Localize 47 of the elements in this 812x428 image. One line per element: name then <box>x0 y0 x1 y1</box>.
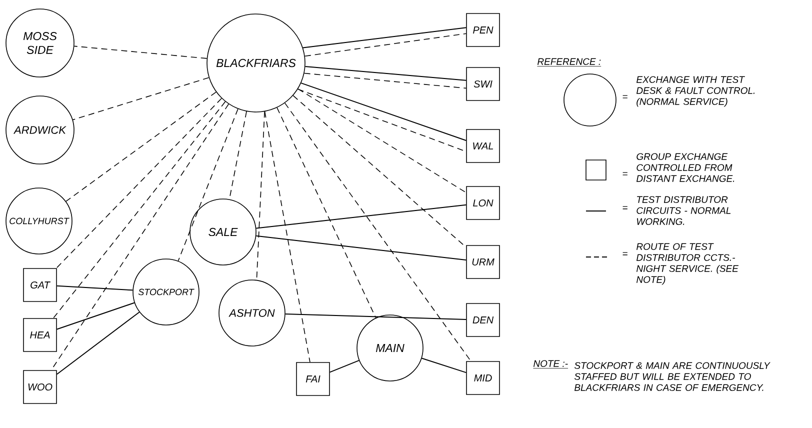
line <box>300 82 467 141</box>
legend-text: EXCHANGE WITH TEST DESK & FAULT CONTROL. (NORMAL SERVICE) <box>636 76 754 107</box>
equals-sign: = <box>622 172 628 176</box>
dashed-line <box>66 92 216 202</box>
exchange-box: FAI <box>296 362 330 396</box>
line <box>284 314 467 320</box>
exchange-box: GAT <box>23 268 57 302</box>
line <box>304 66 467 81</box>
dashed-line <box>256 111 265 280</box>
dashed-line <box>178 108 238 262</box>
line <box>56 312 140 375</box>
line <box>256 204 467 229</box>
dashed-line <box>276 107 376 318</box>
line <box>302 27 467 48</box>
exchange-box: PEN <box>466 13 500 47</box>
exchange-box: WOO <box>23 370 57 404</box>
exchange-box: MID <box>466 361 500 395</box>
legend-heading: REFERENCE : <box>537 58 602 67</box>
line <box>421 358 467 374</box>
legend-text: GROUP EXCHANGE CONTROLLED FROM DISTANT EXCHANGE. <box>636 153 734 182</box>
dashed-line <box>304 72 466 89</box>
line <box>56 285 134 291</box>
note-heading: NOTE :- <box>533 360 568 369</box>
dashed-line <box>74 46 208 59</box>
dashed-line <box>52 101 226 318</box>
note-text: STOCKPORT & MAIN ARE CONTINUOUSLY STAFFED BUT WILL BE EXTENDED TO BLACKFRIARS IN CASE OF EMERGENCY. <box>574 362 770 391</box>
line <box>329 360 360 373</box>
dashed-line <box>292 95 466 248</box>
exchange-box: DEN <box>466 303 500 337</box>
legend-text: TEST DISTRIBUTOR CIRCUITS - NORMAL WORKING. <box>636 196 731 225</box>
dashed-line <box>56 98 222 268</box>
line <box>56 302 135 330</box>
line <box>256 235 467 261</box>
equals-sign: = <box>622 95 628 98</box>
exchange-box: SWI <box>466 67 500 101</box>
equals-sign: = <box>622 206 628 210</box>
exchange-box: HEA <box>23 318 57 352</box>
dashed-line <box>72 77 210 120</box>
dashed-line <box>264 111 310 362</box>
exchange-box: WAL <box>466 129 500 163</box>
equals-sign: = <box>622 252 628 256</box>
exchange-box: URM <box>466 245 500 279</box>
exchange-box: LON <box>466 186 500 220</box>
dashed-line <box>304 33 466 57</box>
dashed-line <box>298 88 466 193</box>
dashed-line <box>284 102 472 362</box>
legend-text: ROUTE OF TEST DISTRIBUTOR CCTS.- NIGHT SERVICE. (SEE NOTE) <box>636 243 739 285</box>
